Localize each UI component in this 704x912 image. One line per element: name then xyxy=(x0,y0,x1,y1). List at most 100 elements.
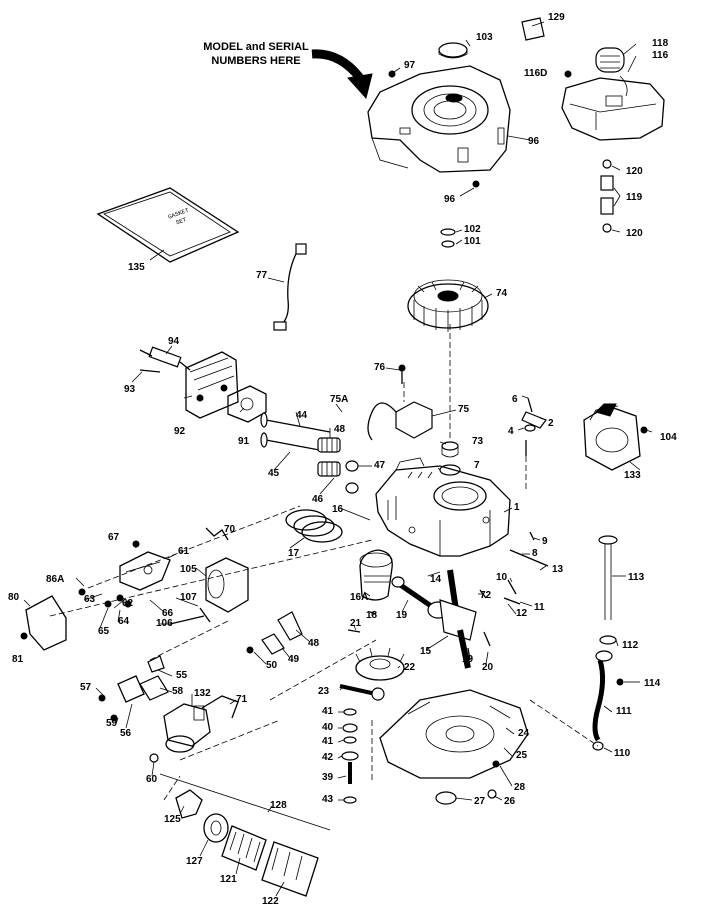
part-label: 17 xyxy=(288,548,300,559)
part-label: 104 xyxy=(660,432,677,443)
part-label: 70 xyxy=(224,524,236,535)
model-serial-note: MODEL and SERIAL NUMBERS HERE xyxy=(196,40,316,68)
part-label: 55 xyxy=(176,670,188,681)
part-label: 127 xyxy=(186,856,203,867)
part-label: 25 xyxy=(516,750,528,761)
part-label: 26 xyxy=(504,796,516,807)
part-label: 57 xyxy=(80,682,92,693)
part-label: 16A xyxy=(350,592,369,603)
part-label: 101 xyxy=(464,236,481,247)
part-label: 44 xyxy=(296,410,308,421)
part-label: 77 xyxy=(256,270,268,281)
assembly-lines xyxy=(49,324,599,801)
part-label: 120 xyxy=(626,166,643,177)
part-label: 132 xyxy=(194,688,211,699)
part-label: 129 xyxy=(548,12,565,23)
part-label: 120 xyxy=(626,228,643,239)
part-label: 50 xyxy=(266,660,278,671)
spark-plug xyxy=(139,346,191,371)
part-label: 116D xyxy=(524,68,548,79)
part-label: 4 xyxy=(508,426,514,437)
model-serial-arrow xyxy=(311,49,373,100)
part-label: 65 xyxy=(98,626,110,637)
valves xyxy=(260,412,331,453)
part-label: 96 xyxy=(528,136,540,147)
part-label: 80 xyxy=(8,592,20,603)
part-label: 97 xyxy=(404,60,416,71)
part-label: 76 xyxy=(374,362,386,373)
part-label: 27 xyxy=(474,796,486,807)
part-label: 9 xyxy=(542,536,548,547)
part-label: 72 xyxy=(480,590,492,601)
part-label: 73 xyxy=(472,436,484,447)
part-label: 135 xyxy=(128,262,145,273)
part-label: 59 xyxy=(106,718,118,729)
part-label: 42 xyxy=(322,752,334,763)
part-label: 119 xyxy=(626,192,643,203)
part-label: 24 xyxy=(518,728,530,739)
part-label: 2 xyxy=(548,418,554,429)
fuel-line xyxy=(600,159,614,233)
note-line-1: MODEL and SERIAL xyxy=(203,41,309,53)
part-label: 121 xyxy=(220,874,237,885)
part-label: 91 xyxy=(238,436,250,447)
engine-block xyxy=(375,457,511,557)
part-label: 62 xyxy=(122,598,134,609)
part-label: 22 xyxy=(404,662,416,673)
part-label: 111 xyxy=(616,706,632,717)
part-label: 64 xyxy=(118,616,130,627)
part-label: 23 xyxy=(318,686,330,697)
leader-lines xyxy=(23,21,653,897)
crankshaft xyxy=(439,569,477,669)
part-label: 45 xyxy=(268,468,280,479)
air-cleaner xyxy=(159,773,331,897)
part-label: 133 xyxy=(624,470,641,481)
part-label: 116 xyxy=(652,50,669,61)
piston-rings xyxy=(285,509,343,543)
part-label: 8 xyxy=(532,548,538,559)
part-label: 16 xyxy=(332,504,344,515)
part-label: 75 xyxy=(458,404,470,415)
part-label: 48 xyxy=(308,638,320,649)
part-label: 86A xyxy=(46,574,65,585)
part-label: 49 xyxy=(288,654,300,665)
part-label: 40 xyxy=(322,722,334,733)
part-label: 12 xyxy=(516,608,528,619)
part-label: 67 xyxy=(108,532,120,543)
part-129-decal xyxy=(521,17,545,41)
cylinder-head xyxy=(185,351,239,419)
part-label: 61 xyxy=(178,546,190,557)
part-label: 96 xyxy=(444,194,456,205)
cam-gear xyxy=(355,647,405,681)
part-77-wire xyxy=(279,245,301,327)
part-label: 41 xyxy=(322,736,334,747)
muffler xyxy=(205,557,249,613)
oil-sump xyxy=(379,689,529,779)
fuel-tank xyxy=(561,47,665,141)
part-label: 13 xyxy=(552,564,564,575)
part-label: 103 xyxy=(476,32,493,43)
part-label: 28 xyxy=(514,782,526,793)
part-label: 105 xyxy=(180,564,197,575)
part-103-cap xyxy=(438,42,468,58)
part-label: 14 xyxy=(430,574,442,585)
part-label: 94 xyxy=(168,336,180,347)
part-label: 114 xyxy=(644,678,661,689)
part-label: 21 xyxy=(350,618,362,629)
part-label: 74 xyxy=(496,288,508,299)
part-label: 48 xyxy=(334,424,346,435)
recoil-starter xyxy=(583,403,641,471)
part-label: 113 xyxy=(628,572,645,583)
part-label: 43 xyxy=(322,794,334,805)
part-label: 71 xyxy=(236,694,248,705)
carburetor xyxy=(163,703,211,753)
part-label: 75A xyxy=(330,394,349,405)
part-label: 56 xyxy=(120,728,132,739)
part-label: 19 xyxy=(462,654,474,665)
blower-housing xyxy=(367,65,511,173)
part-label: 122 xyxy=(262,896,279,907)
part-label: 39 xyxy=(322,772,334,783)
valve-springs xyxy=(317,437,341,477)
